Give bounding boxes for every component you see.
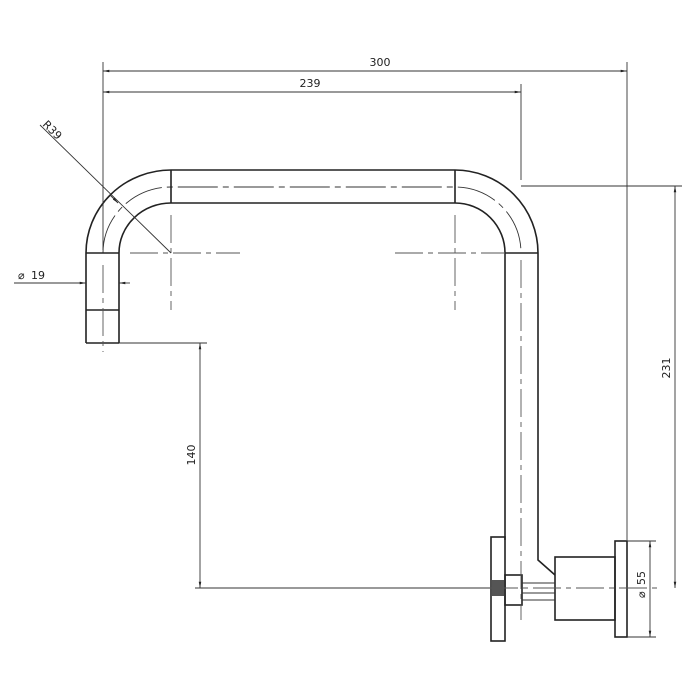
centerlines xyxy=(102,215,660,620)
dim-height-total: 231 xyxy=(660,358,673,379)
dim-bend-radius: R39 xyxy=(40,118,64,142)
dim-overall-width: 300 xyxy=(370,56,391,69)
dim-pipe-diameter-symbol: ⌀ xyxy=(18,269,25,282)
dim-outlet-height: 140 xyxy=(185,445,198,466)
dim-pipe-diameter: 19 xyxy=(31,269,45,282)
dim-flange-diameter: 55 xyxy=(635,571,648,585)
spout-outline xyxy=(85,169,556,576)
dim-flange-diameter-symbol: ⌀ xyxy=(635,591,648,598)
valve-body xyxy=(490,536,628,642)
dim-spout-reach: 239 xyxy=(300,77,321,90)
dimension-lines xyxy=(14,62,682,638)
